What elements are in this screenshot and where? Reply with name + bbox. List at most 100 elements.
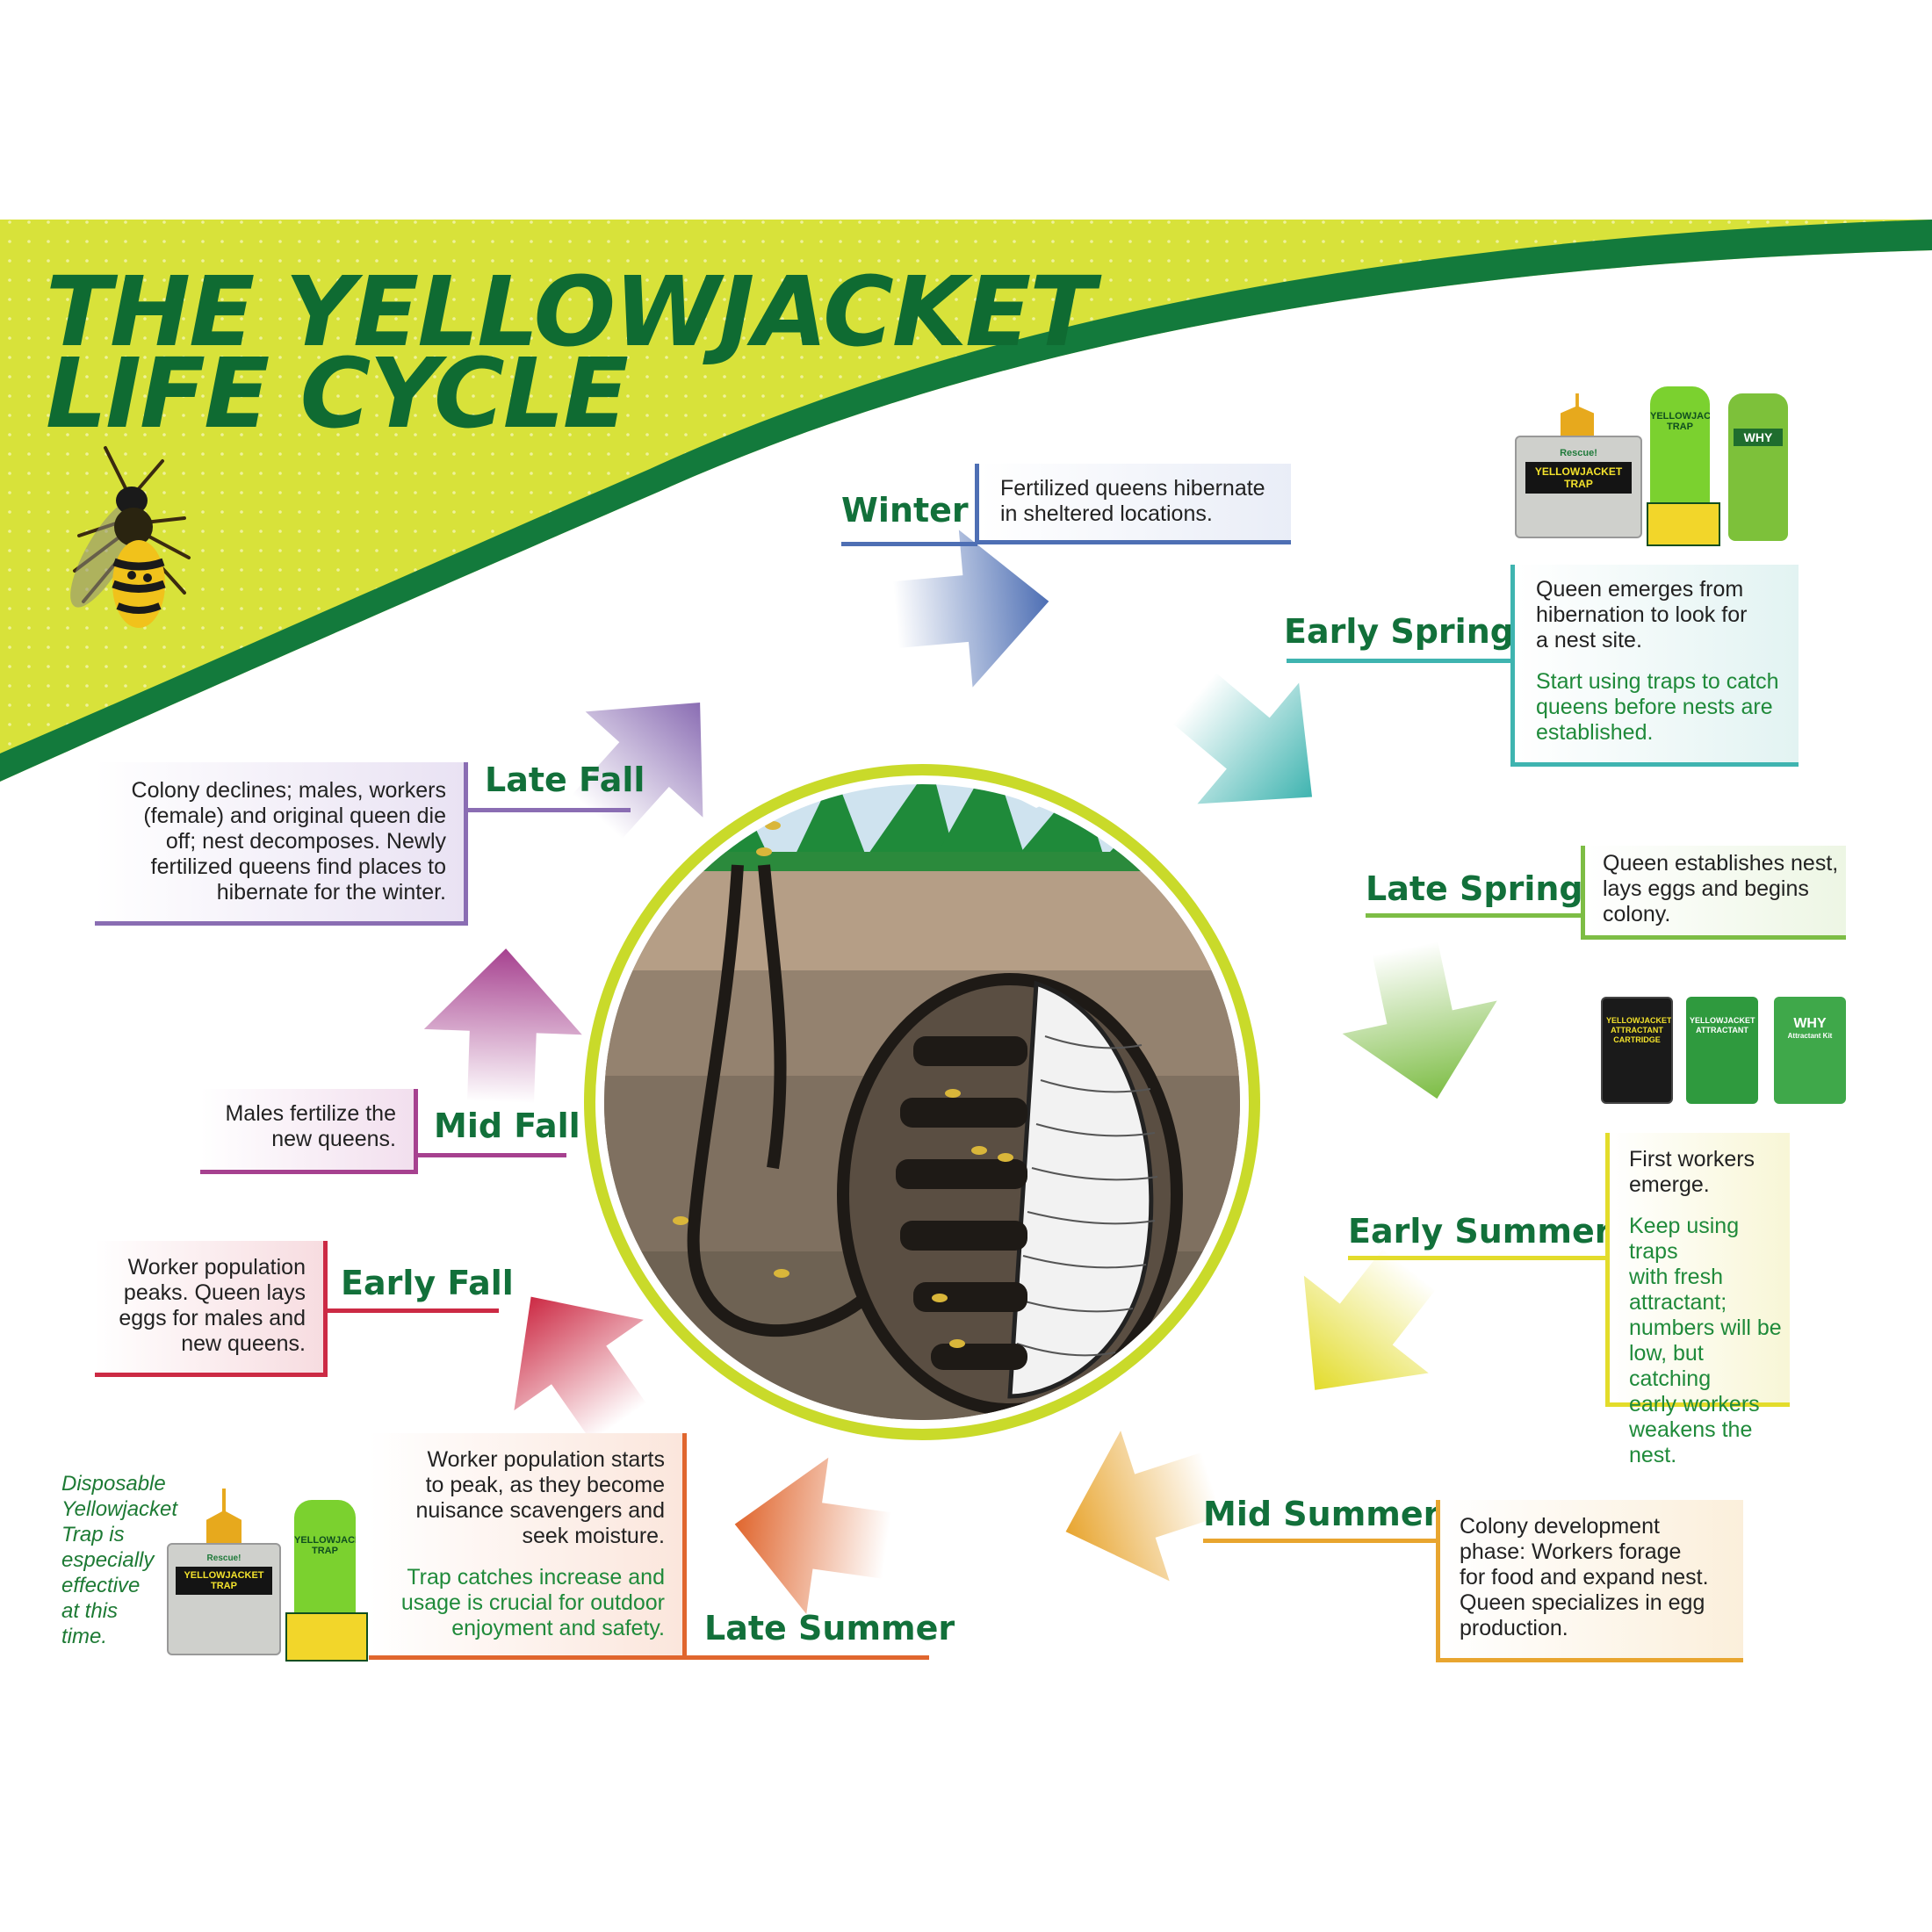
stage-name: Winter [841, 491, 969, 530]
description-line: nuisance scavengers and [415, 1498, 665, 1523]
stage-name: Mid Summer [1203, 1495, 1440, 1533]
product-label: YELLOWJACKET ATTRACTANT CARTRIDGE [1606, 1016, 1672, 1044]
nest-cross-section [584, 764, 1260, 1440]
stage-underline [685, 1655, 929, 1660]
description-line: Worker population starts [427, 1447, 666, 1472]
caption-line: effective [61, 1574, 141, 1597]
product-label: YELLOWJACKET ATTRACTANT [1690, 1016, 1755, 1034]
arrow-mid-fall [422, 945, 586, 1106]
description-line: eggs for males and [119, 1306, 306, 1330]
description-line: new queens. [271, 1127, 396, 1151]
description-line: to peak, as they become [425, 1473, 665, 1497]
product-label: YELLOWJACKET TRAP [1650, 411, 1710, 432]
description-line: new queens. [181, 1331, 306, 1356]
trap-reusable: YELLOWJACKET TRAP [1650, 386, 1710, 518]
stage-description-box: Queen establishes nest,lays eggs and beg… [1581, 846, 1846, 940]
tip-line: attractant; [1629, 1290, 1727, 1315]
description-line: in sheltered locations. [1000, 501, 1213, 526]
tip-line: Start using traps to catch [1536, 669, 1779, 694]
stage-underline [1287, 659, 1515, 663]
yellowjacket-illustration [70, 446, 191, 628]
description-line: phase: Workers forage [1460, 1539, 1682, 1564]
tip-line: enjoyment and safety. [451, 1616, 665, 1640]
caption-line: Yellowjacket [61, 1497, 178, 1521]
stage-underline [1348, 1256, 1610, 1260]
description-line: Queen emerges from [1536, 577, 1744, 602]
tip-line: early workers [1629, 1392, 1760, 1417]
product-trap-bag-top: Rescue! YELLOWJACKET TRAP [1515, 393, 1642, 538]
product-label: YELLOWJACKET TRAP [294, 1535, 356, 1556]
description-line: fertilized queens find places to [150, 854, 446, 879]
description-line: Colony declines; males, workers [131, 778, 446, 803]
arrow-early-summer [1252, 1220, 1472, 1439]
arrow-early-spring [1143, 638, 1363, 858]
stage-underline [841, 542, 977, 546]
stage-underline [325, 1308, 499, 1313]
description-line: First workers [1629, 1147, 1755, 1171]
description-line: Males fertilize the [225, 1101, 396, 1126]
stage-name: Early Summer [1348, 1212, 1611, 1251]
tip-line: numbers will be [1629, 1316, 1782, 1340]
page-title-line-2: LIFE CYCLE [46, 337, 629, 450]
description-line: lays eggs and begins [1603, 876, 1809, 901]
caption-line: time. [61, 1625, 108, 1648]
description-line: colony. [1603, 902, 1671, 926]
tip-line: weakens the nest. [1629, 1417, 1753, 1467]
trap-bag: Rescue! YELLOWJACKET TRAP [167, 1543, 281, 1655]
stage-underline [1366, 913, 1585, 918]
trap-cap-icon [1561, 393, 1594, 437]
product-why-attractant-kit: WHY Attractant Kit [1774, 997, 1846, 1104]
arrow-winter [889, 523, 1056, 694]
page-title-line-1: THE YELLOWJACKET [46, 256, 1095, 368]
description-line: Fertilized queens hibernate [1000, 476, 1265, 501]
tip-line: usage is crucial for outdoor [400, 1590, 665, 1615]
product-box [285, 1612, 368, 1662]
description-line: Colony development [1460, 1514, 1660, 1539]
stage-name: Early Spring [1284, 612, 1514, 651]
product-sublabel: Attractant Kit [1787, 1032, 1833, 1040]
caption-line: Disposable [61, 1472, 166, 1496]
trap-cap-icon [206, 1489, 242, 1546]
tip-line: Keep using traps [1629, 1214, 1740, 1264]
description-line: peaks. Queen lays [123, 1280, 306, 1305]
description-line: hibernation to look for [1536, 602, 1748, 627]
product-trap-reusable-bottom: YELLOWJACKET TRAP [285, 1500, 368, 1662]
stage-description-box: Colony declines; males, workers(female) … [95, 762, 468, 926]
tip-line: queens before nests are [1536, 695, 1773, 719]
tip-line: with fresh [1629, 1265, 1723, 1289]
product-label: WHY [1793, 1016, 1827, 1031]
stage-name: Early Fall [341, 1264, 514, 1302]
product-trap-why-top: WHY [1728, 393, 1788, 541]
description-line: Queen establishes nest, [1603, 851, 1839, 876]
product-brand: Rescue! [206, 1554, 242, 1563]
tip-line: established. [1536, 720, 1654, 745]
description-line: emerge. [1629, 1172, 1710, 1197]
trap-bag: Rescue! YELLOWJACKET TRAP [1515, 436, 1642, 538]
tip-line: Trap catches increase and [407, 1565, 665, 1590]
caption-line: especially [61, 1548, 155, 1572]
description-line: (female) and original queen die [143, 804, 446, 828]
description-line: hibernate for the winter. [216, 880, 446, 905]
description-line: Worker population [127, 1255, 306, 1280]
caption-line: at this [61, 1599, 119, 1623]
trap-caption: Disposable Yellowjacket Trap is especial… [61, 1471, 193, 1649]
product-box [1647, 502, 1720, 546]
arrow-late-summer [724, 1445, 898, 1625]
caption-line: Trap is [61, 1523, 125, 1546]
stage-name: Late Summer [704, 1609, 955, 1647]
description-line: off; nest decomposes. Newly [165, 829, 446, 854]
stage-underline [415, 1153, 566, 1157]
description-line: a nest site. [1536, 628, 1642, 652]
product-attractant-cartridge: YELLOWJACKET ATTRACTANT CARTRIDGE [1601, 997, 1673, 1104]
description-line: seek moisture. [522, 1524, 665, 1548]
stage-underline [1203, 1539, 1440, 1543]
product-attractant: YELLOWJACKET ATTRACTANT [1686, 997, 1758, 1104]
